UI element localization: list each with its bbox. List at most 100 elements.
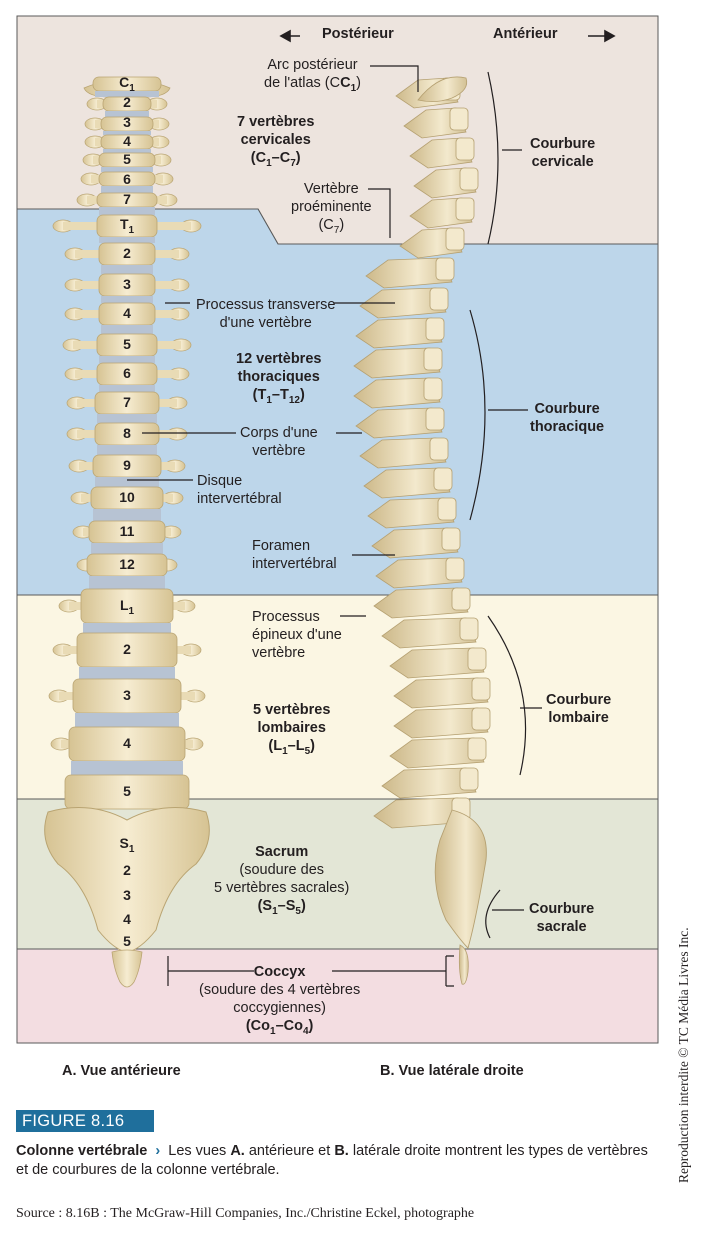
intervertebral-disc	[105, 111, 149, 117]
view-title-lateral: B. Vue latérale droite	[380, 1063, 524, 1079]
vertebra-label-thoracic: 9	[123, 457, 131, 473]
label-vertebral-body: Corps d'une vertèbre	[240, 425, 318, 459]
intervertebral-disc	[97, 445, 157, 455]
intervertebral-disc	[101, 186, 153, 193]
bracket-lumbar	[487, 615, 527, 776]
vertebra-label-thoracic: 2	[123, 245, 131, 261]
figure-caption: Colonne vertébrale › Les vues A. antérie…	[16, 1143, 648, 1178]
vertebra-label-sacral: 4	[123, 911, 131, 927]
vertebra-label-cervical: 7	[123, 191, 131, 207]
lateral-vertebral-body	[435, 257, 455, 281]
lateral-vertebral-body	[445, 557, 465, 581]
intervertebral-disc	[103, 149, 151, 153]
figure-title: Colonne vertébrale	[16, 1143, 148, 1159]
leader-prominent	[368, 188, 391, 238]
view-title-anterior: A. Vue antérieure	[62, 1063, 181, 1079]
intervertebral-disc	[99, 385, 155, 392]
intervertebral-disc	[75, 713, 179, 727]
lateral-vertebral-body	[437, 497, 457, 521]
intervertebral-disc	[83, 623, 171, 633]
lateral-vertebral-body	[467, 737, 487, 761]
lateral-coccyx	[458, 944, 469, 985]
coccyx-bracket-left	[167, 956, 176, 986]
vertebra-label-thoracic: 7	[123, 394, 131, 410]
intervertebral-disc	[101, 167, 153, 172]
label-lumbar-count: 5 vertèbres lombaires (L1–L5)	[253, 702, 331, 757]
lateral-vertebral-body	[441, 527, 461, 551]
intervertebral-disc	[103, 131, 151, 135]
leader-arc-atlas	[370, 65, 419, 92]
label-transverse-process: Processus transverse d'une vertèbre	[196, 297, 336, 331]
vertebra-label-cervical: C1	[119, 74, 135, 94]
intervertebral-disc	[101, 296, 153, 303]
vertebra-label-thoracic: 5	[123, 336, 131, 352]
vertebra-label-thoracic: 10	[119, 489, 135, 505]
vertebra-label-lumbar: L1	[119, 597, 135, 617]
intervertebral-disc	[99, 356, 155, 363]
lateral-vertebral-body	[429, 287, 449, 311]
anterior-label: Antérieur	[493, 26, 558, 42]
posterior-label: Postérieur	[322, 26, 394, 42]
lateral-vertebral-body	[433, 467, 453, 491]
bracket-thoracic	[469, 309, 486, 521]
label-intervertebral-disc: Disque intervertébral	[197, 473, 282, 507]
vertebra-label-thoracic: 6	[123, 365, 131, 381]
lateral-vertebral-body	[459, 767, 479, 791]
label-prominent-vertebra: Vertèbre proéminente (C7)	[291, 181, 372, 236]
lateral-vertebral-body	[471, 677, 491, 701]
vertebra-label-thoracic: 8	[123, 425, 131, 441]
coccyx	[111, 949, 143, 988]
intervertebral-disc	[101, 265, 153, 274]
vertebral-body	[64, 774, 190, 810]
lateral-vertebral-body	[451, 587, 471, 611]
label-intervertebral-foramen: Foramen intervertébral	[252, 538, 337, 572]
lateral-vertebral-body	[467, 647, 487, 671]
copyright-notice: Reproduction interdite © TC Média Livres…	[676, 927, 691, 1183]
intervertebral-disc	[71, 761, 183, 775]
vertebra-label-cervical: 6	[123, 171, 131, 187]
label-coccyx: Coccyx (soudure des 4 vertèbres coccygie…	[199, 964, 361, 1037]
vertebra-label-thoracic: 12	[119, 556, 135, 572]
leader-lines	[127, 29, 616, 987]
lateral-vertebral-body	[425, 317, 445, 341]
vertebra-label-thoracic: T1	[119, 216, 135, 236]
intervertebral-disc	[99, 237, 155, 243]
vertebra-label-cervical: 2	[123, 94, 131, 110]
vertebra-label-sacral: 2	[123, 862, 131, 878]
lateral-vertebral-body	[471, 707, 491, 731]
lateral-vertebral-body	[429, 437, 449, 461]
vertebra-label-lumbar: 3	[123, 687, 131, 703]
lateral-vertebral-body	[423, 377, 443, 401]
label-sacrum: Sacrum (soudure des 5 vertèbres sacrales…	[214, 844, 350, 917]
intervertebral-disc	[101, 325, 153, 334]
label-spinous-process: Processus épineux d'une vertèbre	[252, 609, 342, 661]
intervertebral-disc	[89, 576, 165, 589]
vertebra-label-cervical: 5	[123, 151, 131, 167]
vertebra-label-lumbar: 4	[123, 735, 131, 751]
label-thoracic-count: 12 vertèbres thoraciques (T1–T12)	[236, 351, 322, 406]
vertebra-label-thoracic: 4	[123, 305, 131, 321]
lateral-sacrum	[434, 809, 487, 949]
intervertebral-disc	[91, 543, 163, 554]
lateral-vertebral-body	[459, 167, 479, 191]
vertebra-label-sacral: 5	[123, 933, 131, 949]
bracket-sacral	[485, 889, 501, 939]
caption-arrow: ›	[155, 1143, 161, 1159]
lateral-vertebral-body	[423, 347, 443, 371]
source-credit: Source : 8.16B : The McGraw-Hill Compani…	[16, 1206, 475, 1221]
lateral-vertebral-body	[455, 197, 475, 221]
intervertebral-disc	[97, 414, 157, 423]
intervertebral-disc	[95, 477, 159, 487]
vertebra-label-thoracic: 11	[119, 523, 135, 539]
intervertebral-disc	[93, 509, 161, 521]
figure-badge: FIGURE 8.16	[16, 1110, 154, 1132]
intervertebral-disc	[99, 207, 155, 215]
lateral-atlas	[417, 76, 468, 102]
intervertebral-disc	[79, 667, 175, 679]
label-cervical-count: 7 vertèbres cervicales (C1–C7)	[237, 114, 315, 169]
